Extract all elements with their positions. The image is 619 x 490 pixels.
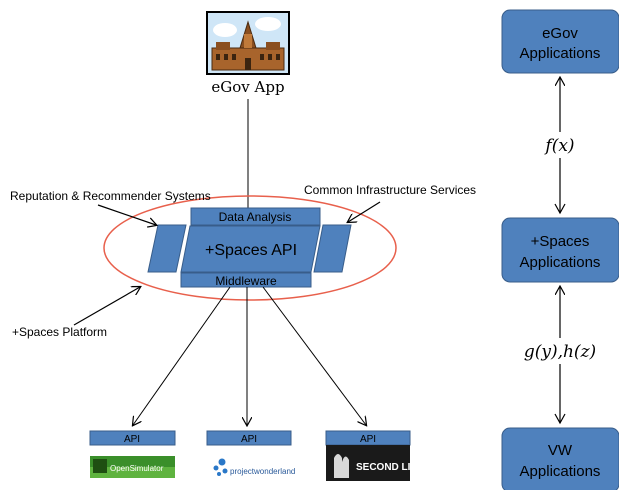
api-box-secondlife: API — [325, 430, 411, 446]
middleware-to-api-1-arrow — [133, 286, 231, 425]
egov-applications-line2: Applications — [520, 45, 601, 62]
right-side-panel — [313, 224, 352, 273]
middleware-box — [180, 272, 312, 288]
api-label: API — [124, 434, 140, 445]
common-annotation: Common Infrastructure Services — [304, 183, 476, 197]
reputation-arrow — [97, 204, 156, 225]
api-label: API — [360, 434, 376, 445]
platform-annotation: +Spaces Platform — [12, 325, 107, 339]
upper-arrow-down-head — [554, 203, 566, 215]
data-analysis-box — [190, 207, 321, 226]
spaces-api-label: +Spaces API — [205, 242, 297, 259]
reputation-annotation: Reputation & Recommender Systems — [10, 189, 211, 203]
spaces-api-box — [180, 225, 321, 273]
middleware-to-api-3-arrow — [262, 286, 366, 425]
lower-arrow-down-head — [554, 413, 566, 425]
api-box-opensimulator: API — [89, 430, 176, 446]
egov-building-icon — [206, 11, 290, 75]
lower-edge-label: g(y),h(z) — [524, 342, 596, 362]
vw-applications-line2: Applications — [520, 463, 601, 480]
spaces-applications-line1: +Spaces — [531, 233, 590, 250]
egov-applications-box: eGov Applications — [501, 9, 619, 74]
common-arrow — [348, 201, 381, 222]
opensimulator-logo: OpenSimulator — [90, 456, 175, 478]
spaces-applications-line2: Applications — [520, 254, 601, 271]
vw-applications-line1: VW — [548, 442, 573, 459]
middleware-label: Middleware — [215, 274, 277, 288]
api-box-wonderland: API — [206, 430, 292, 446]
wonderland-logo: projectwonderland — [213, 458, 295, 476]
secondlife-logo: SECOND LIFE — [326, 445, 424, 481]
platform-ellipse — [103, 195, 397, 301]
secondlife-logo-text: SECOND LIFE — [356, 462, 424, 473]
vw-applications-box: VW Applications — [501, 427, 619, 490]
egov-app-label: eGov App — [211, 78, 284, 96]
upper-edge-label: f(x) — [543, 136, 574, 156]
spaces-applications-box: +Spaces Applications — [501, 217, 619, 283]
wonderland-logo-text: projectwonderland — [230, 467, 295, 476]
data-analysis-label: Data Analysis — [219, 210, 292, 224]
opensimulator-logo-text: OpenSimulator — [110, 464, 164, 473]
api-label: API — [241, 434, 257, 445]
platform-arrow — [73, 287, 140, 326]
left-side-panel — [147, 224, 187, 273]
egov-applications-line1: eGov — [542, 25, 578, 42]
